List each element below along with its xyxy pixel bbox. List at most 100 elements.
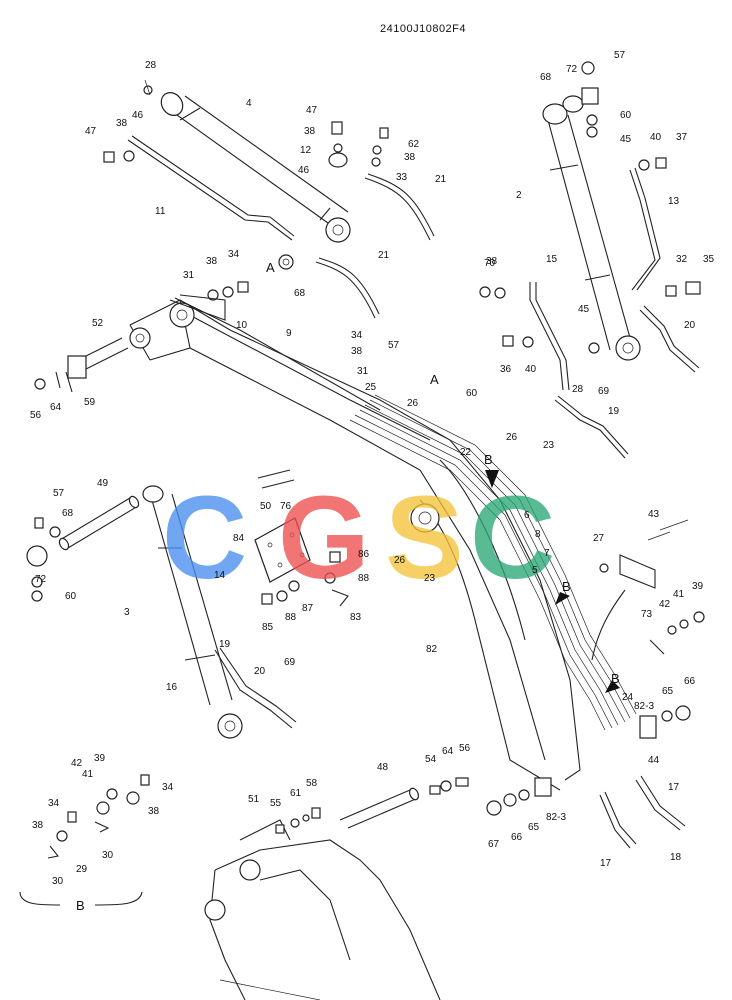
callout: 4 [246,98,252,109]
callout: 12 [300,145,312,156]
callout: 47 [306,105,318,116]
callout: 56 [459,743,471,754]
view-b-label-3: B [611,671,620,686]
callout: 14 [214,570,226,581]
view-b-label-2: B [562,579,571,594]
callout: 38 [304,126,316,137]
callout: 38 [486,256,498,267]
callout: 13 [668,196,680,207]
callout: 83 [350,612,362,623]
callout: 64 [50,402,62,413]
callout: 37 [676,132,688,143]
callout: 41 [82,769,94,780]
callout: 34 [162,782,174,793]
upper-fasteners [103,121,389,301]
callout: 16 [166,682,178,693]
callout: 40 [525,364,537,375]
callout: 68 [62,508,74,519]
bucket-cylinder [479,61,701,391]
watermark-letter-g: G [278,472,370,604]
callout: 88 [358,573,370,584]
callout: 40 [650,132,662,143]
callout: 19 [608,406,620,417]
callout: 23 [424,573,436,584]
callout: 29 [76,864,88,875]
callout: 64 [442,746,454,757]
callout: 67 [488,839,500,850]
connector-43 [599,519,705,739]
callout: 11 [155,206,166,217]
callout: 38 [206,256,218,267]
callout: 82-3 [546,812,566,823]
view-a-label-2: A [430,372,439,387]
callout: 17 [668,782,680,793]
callout: 2 [516,190,522,201]
callout: 87 [302,603,314,614]
callout: 18 [670,852,682,863]
callout-labels: 28 4 47 38 46 11 47 38 12 46 62 38 33 21… [30,50,715,887]
callout: 88 [285,612,297,623]
callout: 38 [351,346,363,357]
callout: 34 [228,249,240,260]
callout: 68 [294,288,306,299]
callout: 30 [52,876,64,887]
callout: 60 [620,110,632,121]
arm-end-linkage [204,807,441,1000]
pin-52 [34,337,129,393]
callout: 50 [260,501,272,512]
callout: 10 [236,320,248,331]
detail-b-title: B [76,898,85,913]
callout: 69 [284,657,296,668]
callout: 15 [546,254,558,265]
callout: 82-3 [634,701,654,712]
callout: 60 [65,591,77,602]
callout: 31 [183,270,195,281]
plate-84 [254,469,349,607]
watermark-letter-c2: C [470,472,555,604]
boom-hydraulic-lines [349,394,637,731]
callout: 43 [648,509,660,520]
callout: 76 [280,501,292,512]
callout: 48 [377,762,389,773]
view-a-label: A [266,260,275,275]
callout: 19 [219,639,231,650]
callout: 58 [306,778,318,789]
callout: 82 [426,644,438,655]
callout: 68 [540,72,552,83]
callout: 9 [286,328,292,339]
callout: 17 [600,858,612,869]
callout: 72 [35,574,47,585]
callout: 20 [254,666,266,677]
callout: 27 [593,533,605,544]
watermark-letter-c1: C [162,472,247,604]
callout: 39 [94,753,106,764]
callout: 69 [598,386,610,397]
callout: 7 [544,548,550,559]
callout: 32 [676,254,688,265]
callout: 23 [543,440,555,451]
callout: 28 [572,384,584,395]
callout: 56 [30,410,42,421]
callout: 66 [684,676,696,687]
view-b-label: B [484,452,493,467]
callout: 44 [648,755,660,766]
pin-48 [339,777,552,829]
callout: 65 [662,686,674,697]
callout: 46 [132,110,144,121]
callout: 35 [703,254,715,265]
callout: 57 [388,340,400,351]
callout: 20 [684,320,696,331]
callout: 86 [358,549,370,560]
callout: 24 [622,692,634,703]
callout: 6 [524,510,530,521]
callout: 84 [233,533,245,544]
callout: 41 [673,589,685,600]
callout: 45 [620,134,632,145]
callout: 3 [124,607,130,618]
callout: 8 [535,529,541,540]
watermark: C G S C [162,472,555,604]
detail-b [19,774,150,906]
callout: 72 [566,64,578,75]
callout: 46 [298,165,310,176]
